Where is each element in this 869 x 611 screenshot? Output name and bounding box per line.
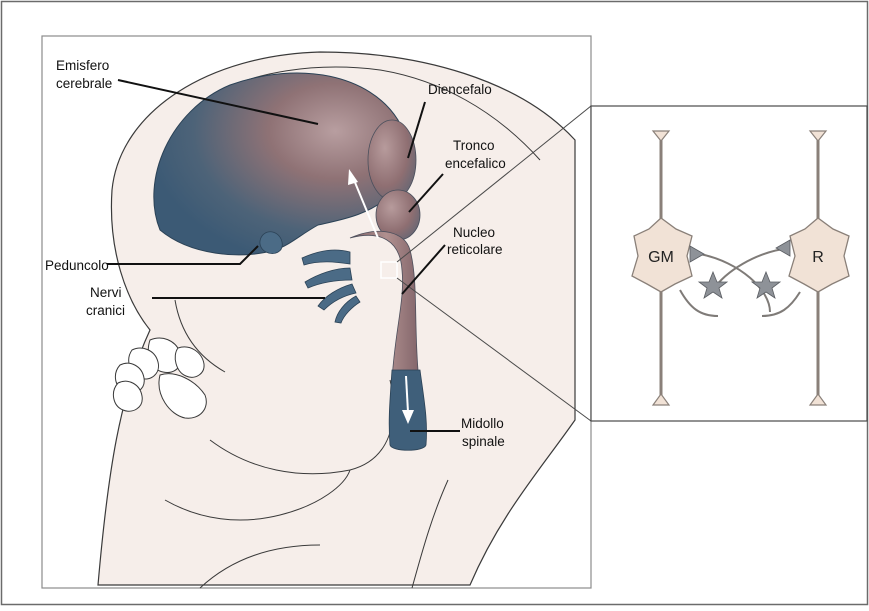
label-nervi-1: Nervi xyxy=(90,285,122,300)
peduncle xyxy=(260,232,282,254)
label-nervi-2: cranici xyxy=(86,303,125,318)
label-tronco-1: Tronco xyxy=(453,138,495,153)
neuron-r-label: R xyxy=(812,249,824,266)
label-nucleo-2: reticolare xyxy=(447,242,503,257)
neuron-gm-label: GM xyxy=(648,249,674,266)
diencephalon xyxy=(368,120,416,200)
label-midollo-2: spinale xyxy=(462,434,505,449)
label-diencefalo: Diencefalo xyxy=(428,82,492,97)
label-peduncolo: Peduncolo xyxy=(45,258,109,273)
label-midollo-1: Midollo xyxy=(461,416,504,431)
label-emisfero-2: cerebrale xyxy=(56,76,112,91)
label-emisfero-1: Emisfero xyxy=(56,58,109,73)
label-tronco-2: encefalico xyxy=(445,156,506,171)
label-nucleo-1: Nucleo xyxy=(453,225,495,240)
